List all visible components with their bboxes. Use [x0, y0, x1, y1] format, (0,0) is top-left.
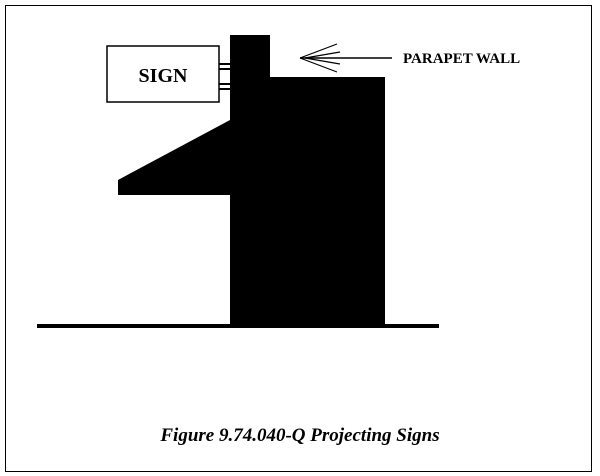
parapet-wall [230, 35, 270, 77]
parapet-arrow [299, 43, 392, 73]
sign-brackets [219, 63, 230, 90]
parapet-wall-label: PARAPET WALL [403, 51, 520, 67]
sign-box [106, 45, 220, 103]
building-silhouette [118, 35, 385, 327]
sign-label: SIGN [139, 65, 188, 87]
figure-caption: Figure 9.74.040-Q Projecting Signs [160, 425, 440, 446]
figure-frame [5, 5, 592, 472]
